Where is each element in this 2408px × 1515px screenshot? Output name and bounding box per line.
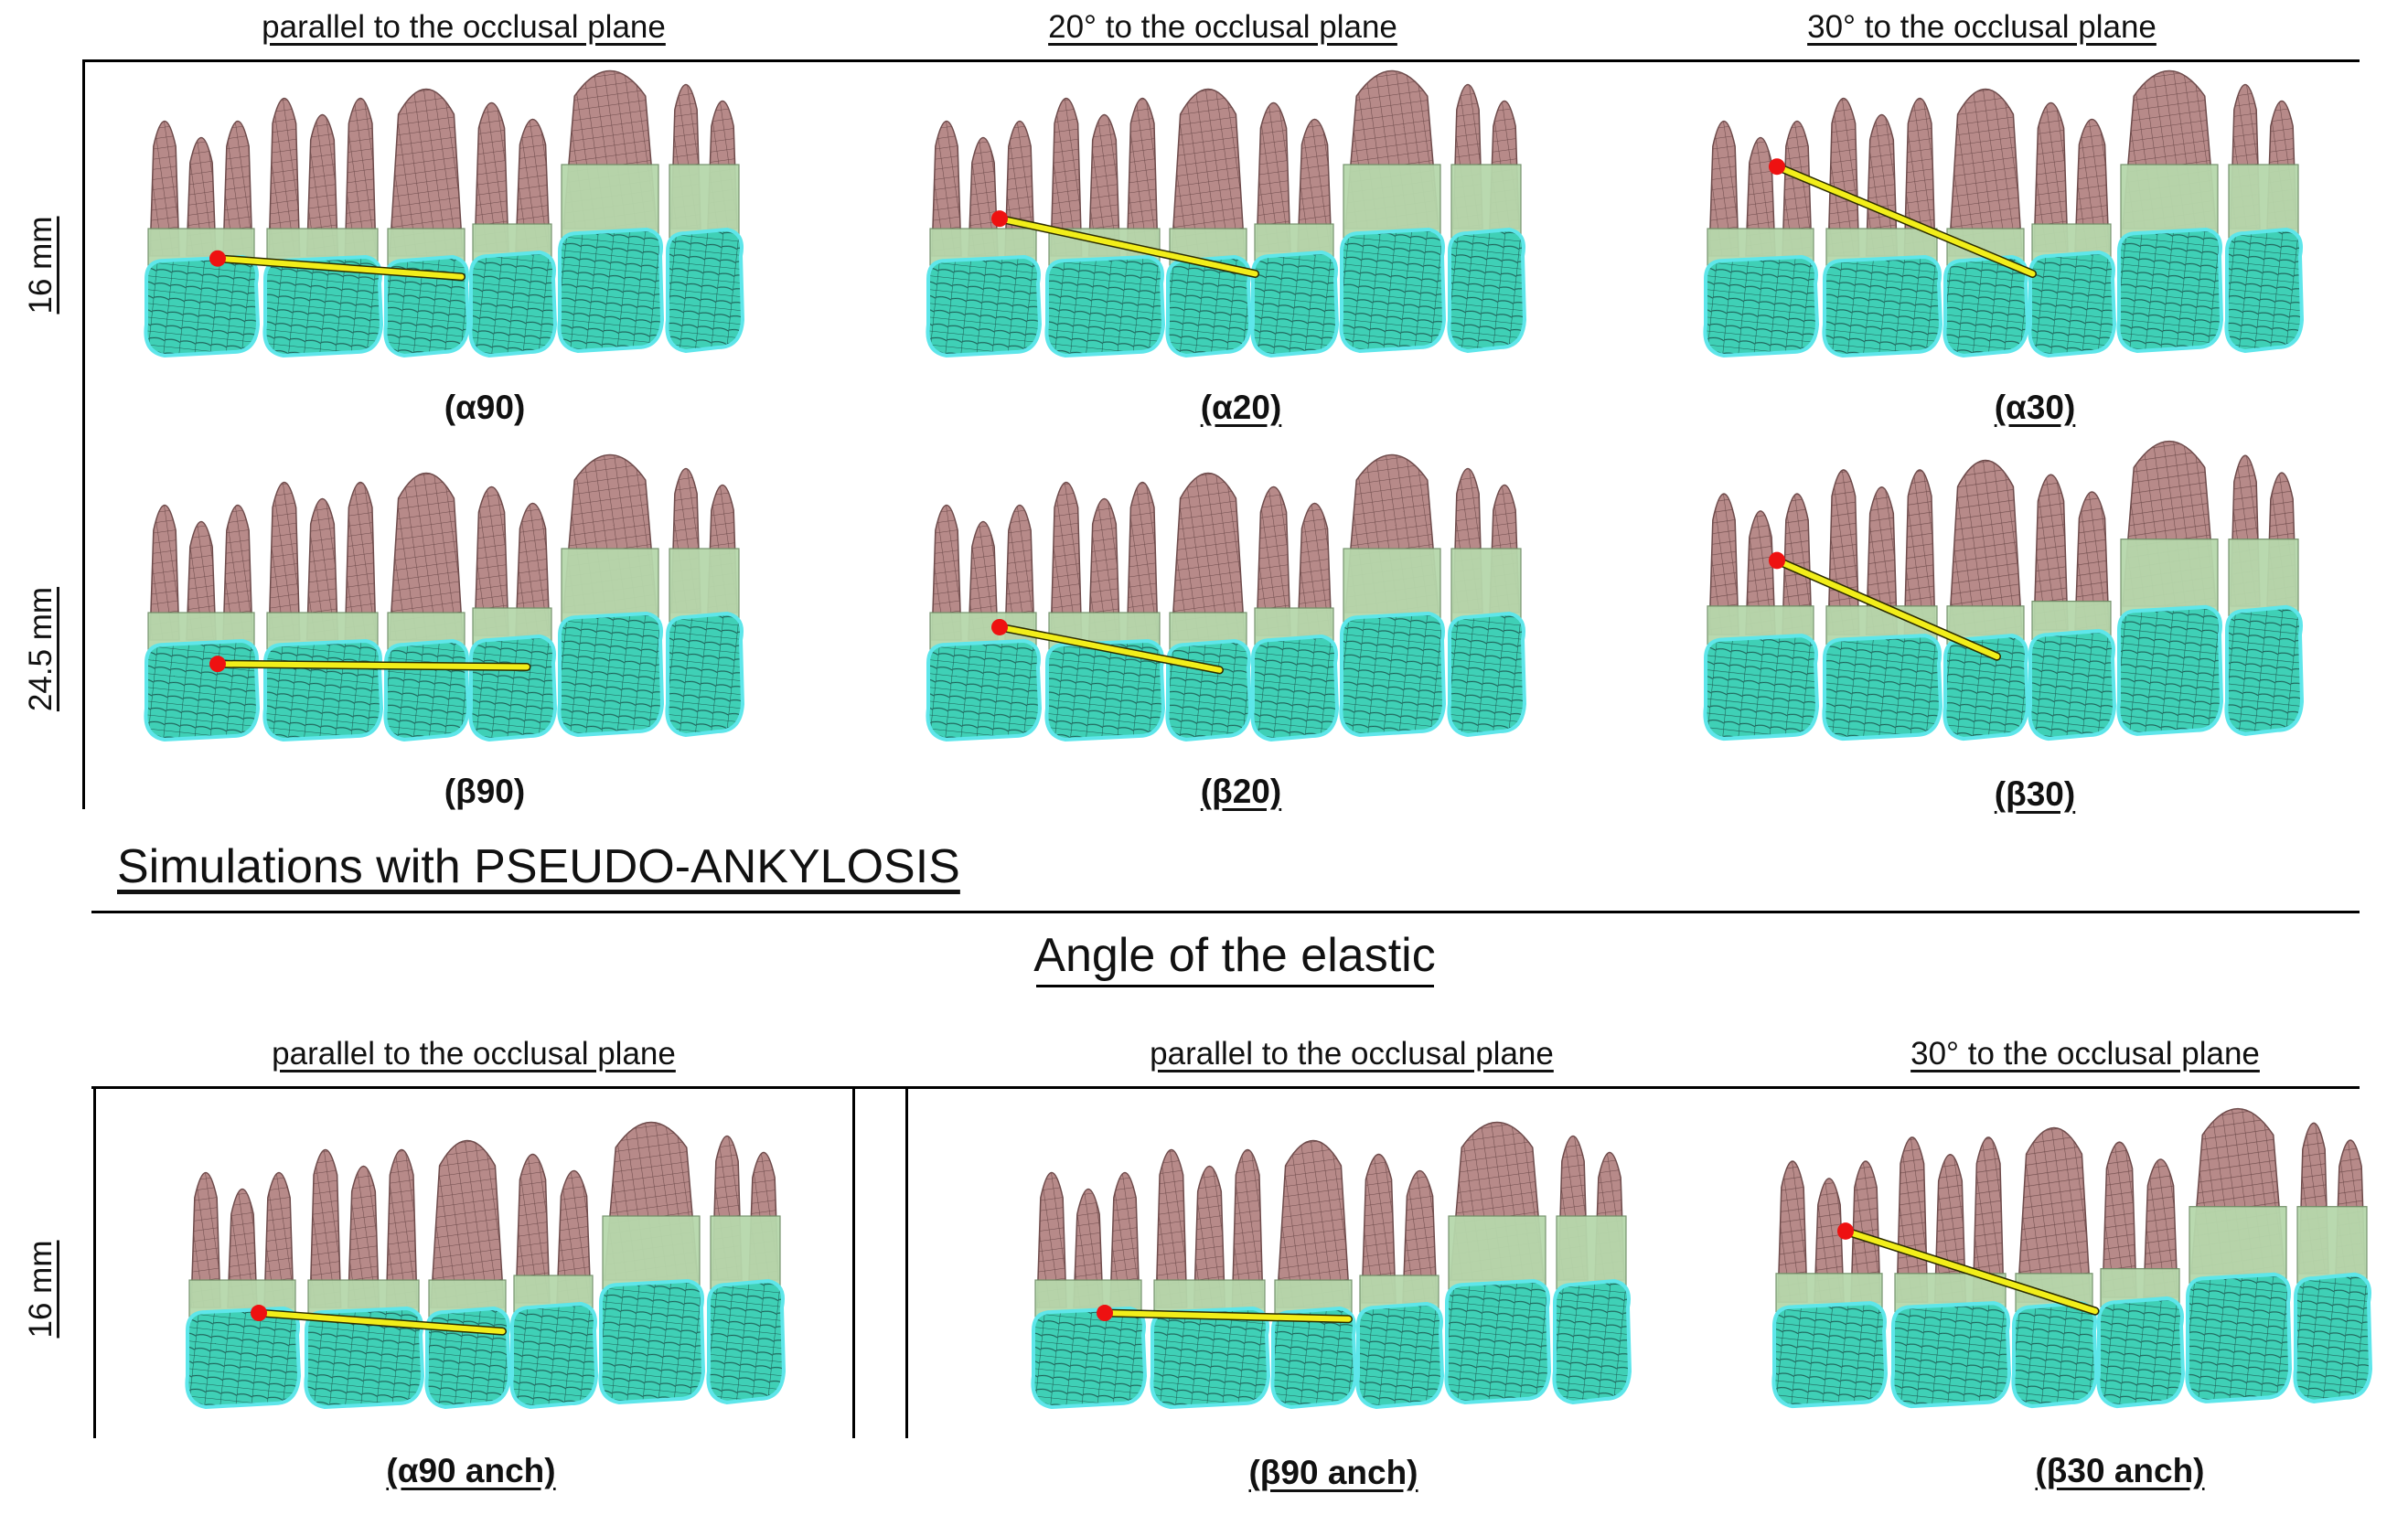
section-rule — [91, 911, 2360, 913]
caption-beta30-anch: (β30 anch) — [2035, 1452, 2205, 1489]
caption-beta20: (β20) — [1200, 773, 1282, 810]
dental-model-beta90 — [144, 453, 745, 742]
column-header-2: 20° to the occlusal plane — [1048, 9, 1397, 45]
elastic-line — [256, 1310, 506, 1335]
column-header-1: parallel to the occlusal plane — [262, 9, 666, 45]
dental-model-alpha20 — [926, 69, 1527, 358]
caption-beta30: (β30) — [1994, 775, 2076, 813]
dental-model-alpha30 — [1703, 69, 2305, 358]
elastic-line — [1843, 1228, 2098, 1315]
elastic-line — [1102, 1310, 1352, 1322]
anchor-point-dot — [1097, 1305, 1113, 1322]
dental-model-beta20 — [926, 453, 1527, 742]
anchor-point-dot — [991, 210, 1008, 228]
section-title: Simulations with PSEUDO-ANKYLOSIS — [117, 840, 960, 893]
elastic-line — [1774, 557, 2000, 660]
angle-title-underline — [1036, 985, 1434, 987]
anchor-point-dot — [209, 250, 226, 267]
dental-model-alpha90-anch — [185, 1121, 787, 1410]
caption-alpha90-anch: (α90 anch) — [386, 1452, 556, 1489]
anchor-point-dot — [209, 656, 226, 673]
caption-beta90: (β90) — [444, 773, 526, 810]
elastic-line — [215, 661, 530, 670]
caption-alpha20: (α20) — [1200, 389, 1282, 426]
bottom-column-header-3: 30° to the occlusal plane — [1910, 1036, 2260, 1072]
dental-model-alpha90 — [144, 69, 745, 358]
bottom-row-label-16mm: 16 mm — [23, 1240, 59, 1339]
row-label-16mm: 16 mm — [23, 216, 59, 315]
bottom-divider-rule-1 — [852, 1086, 855, 1438]
anchor-point-dot — [251, 1305, 267, 1322]
elastic-line — [1774, 164, 2036, 277]
caption-alpha90: (α90) — [444, 389, 526, 426]
anchor-point-dot — [1769, 551, 1785, 570]
caption-beta90-anch: (β90 anch) — [1248, 1454, 1418, 1491]
bottom-column-header-2: parallel to the occlusal plane — [1150, 1036, 1554, 1072]
anchor-point-dot — [1837, 1222, 1854, 1240]
dental-model-beta90-anch — [1031, 1121, 1632, 1410]
elastic-line — [215, 255, 465, 280]
anchor-point-dot — [1769, 158, 1785, 176]
dental-model-beta30-anch — [1771, 1108, 2373, 1409]
bottom-header-rule — [91, 1086, 2360, 1089]
row-label-24-5mm: 24.5 mm — [23, 586, 59, 712]
bottom-divider-rule-2 — [905, 1086, 908, 1438]
elastic-line — [997, 216, 1258, 277]
column-header-3: 30° to the occlusal plane — [1807, 9, 2156, 45]
elastic-line — [997, 624, 1223, 673]
anchor-point-dot — [991, 618, 1008, 635]
top-left-rule — [82, 59, 85, 809]
bottom-left-rule — [93, 1086, 96, 1438]
bottom-column-header-1: parallel to the occlusal plane — [272, 1036, 676, 1072]
dental-model-beta30 — [1703, 441, 2305, 741]
angle-title: Angle of the elastic — [1033, 929, 1436, 982]
caption-alpha30: (α30) — [1994, 389, 2076, 426]
top-header-rule — [82, 59, 2360, 62]
